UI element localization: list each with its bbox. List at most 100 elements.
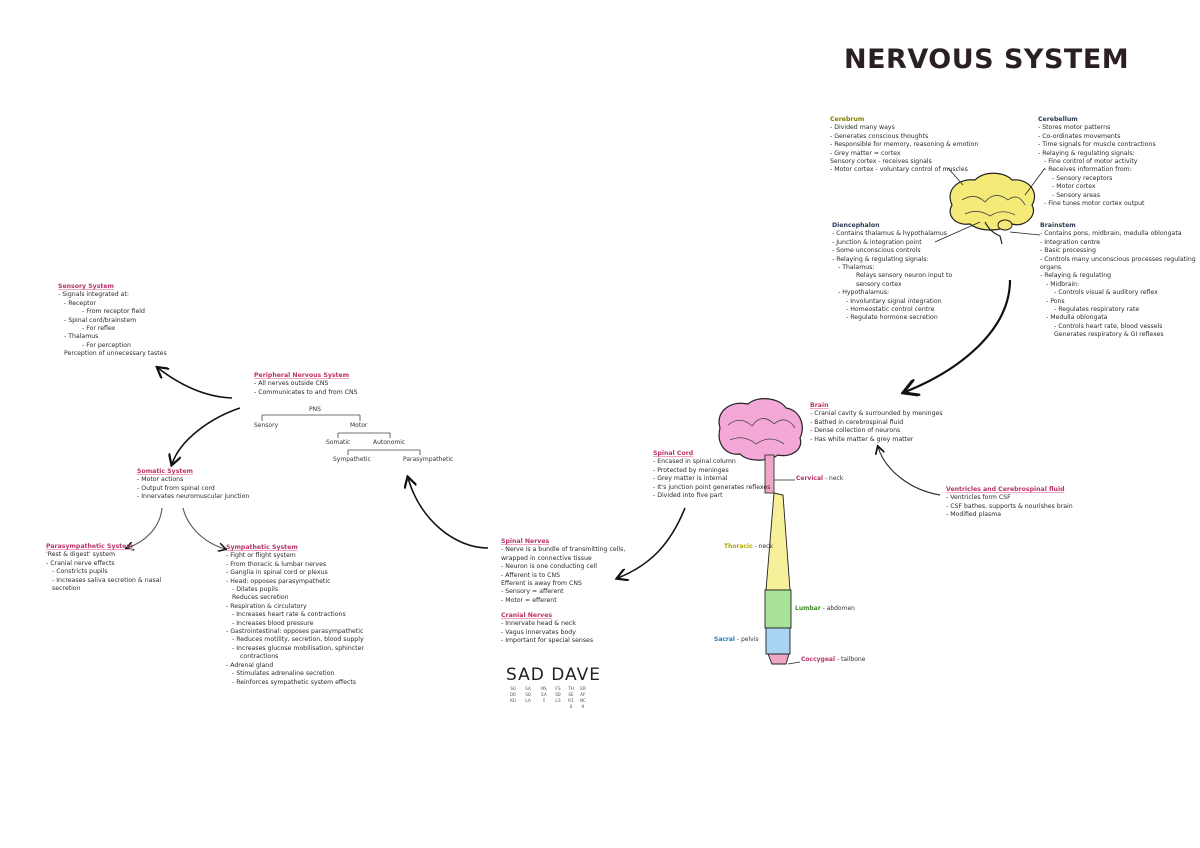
thoracic-region: neck	[758, 543, 773, 550]
brain-illustration-top	[934, 167, 1046, 245]
cerebrum-line: - Responsible for memory, reasoning & em…	[830, 141, 979, 149]
spinal-nerves-heading: Spinal Nerves	[501, 538, 550, 545]
cervical-region: neck	[829, 475, 844, 482]
parasympathetic-line: - Increases saliva secretion & nasal	[52, 576, 162, 584]
brainstem-line: organs	[1040, 264, 1062, 272]
sacral-name: Sacral	[714, 636, 735, 643]
brain-spine-illustration	[718, 398, 803, 665]
ventricles-line: - CSF bathes, supports & nourishes brain	[946, 502, 1073, 510]
sensory-line: - Spinal cord/brainstem	[64, 316, 137, 324]
somatic-line: - Motor actions	[137, 476, 184, 484]
brainstem-line: Generates respiratory & GI reflexes	[1054, 331, 1164, 339]
sensory-line: - Receptor	[64, 299, 96, 307]
ventricles-line: - Ventricles form CSF	[946, 494, 1011, 502]
tree-node-parasympathetic: Parasympathetic	[403, 456, 454, 463]
cerebrum-line: - Divided many ways	[830, 124, 895, 132]
cervical-label: Cervical - neck	[796, 475, 844, 482]
sympathetic-line: Reduces secretion	[232, 594, 289, 602]
spinal-nerves-line: - Neuron is one conducting cell	[501, 563, 597, 571]
diencephalon-line: - Some unconscious controls	[832, 247, 921, 255]
sensory-line: - For perception	[82, 341, 131, 349]
cranial-nerves-notes: Cranial Nerves - Innervate head & neck -…	[501, 612, 593, 646]
spinal-nerves-line: wrapped in connective tissue	[501, 554, 592, 562]
pns-line: - Communicates to and from CNS	[254, 388, 358, 396]
cervical-name: Cervical	[796, 475, 824, 482]
diencephalon-line: - Relaying & regulating signals:	[832, 255, 929, 263]
pns-heading: Peripheral Nervous System	[254, 372, 350, 379]
sensory-line: - From receptor field	[82, 308, 145, 316]
lumbar-region: abdomen	[826, 605, 855, 612]
spinal-nerves-line: - Afferent is to CNS	[501, 571, 560, 579]
coccygeal-label: Coccygeal - tailbone	[801, 656, 866, 663]
diencephalon-line: - Involuntary signal integration	[846, 297, 942, 305]
brain-notes: Brain - Cranial cavity & surrounded by m…	[810, 402, 943, 444]
diencephalon-line: - Thalamus:	[838, 264, 875, 272]
cerebellum-line: - Sensory receptors	[1052, 174, 1113, 182]
sympathetic-heading: Sympathetic System	[226, 544, 298, 551]
cerebrum-line: - Motor cortex - voluntary control of mu…	[830, 166, 968, 174]
brainstem-line: - Controls many unconscious processes re…	[1040, 255, 1196, 263]
signature-column: GASOLA	[525, 687, 531, 704]
diencephalon-line: - Contains thalamus & hypothalamus	[832, 230, 947, 238]
sympathetic-system-notes: Sympathetic System - Fight or flight sys…	[226, 544, 364, 687]
brainstem-line: - Basic processing	[1040, 247, 1096, 255]
signature: SAD DAVE	[506, 665, 601, 685]
spinal-nerves-line: - Sensory = afferent	[501, 588, 564, 596]
sympathetic-line: - Stimulates adrenaline secretion	[232, 670, 335, 678]
parasympathetic-system-notes: Parasympathetic System 'Rest & digest' s…	[46, 543, 161, 593]
signature-column: SUDOKU	[510, 687, 516, 704]
sympathetic-line: - Respiration & circulatory	[226, 602, 307, 610]
diencephalon-line: - Homeostatic control centre	[846, 306, 935, 314]
tree-node-pns: PNS	[309, 406, 321, 413]
cerebrum-heading: Cerebrum	[830, 116, 865, 123]
signature-column: FSSDLS	[555, 687, 561, 704]
spinal-nerves-line: Efferent is away from CNS	[501, 580, 582, 588]
cerebellum-line: - Stores motor patterns	[1038, 124, 1111, 132]
tree-node-motor: Motor	[350, 422, 368, 429]
ventricles-line: - Modified plasma	[946, 511, 1002, 519]
somatic-line: - Output from spinal cord	[137, 484, 215, 492]
sympathetic-line: - Dilates pupils	[232, 586, 279, 594]
pns-line: - All nerves outside CNS	[254, 380, 329, 388]
brainstem-line: - Medulla oblongata	[1046, 314, 1108, 322]
sensory-line: - For reflex	[82, 325, 116, 333]
diencephalon-line: - Regulate hormone secretion	[846, 314, 938, 322]
diencephalon-line: sensory cortex	[856, 280, 902, 288]
brainstem-line: - Midbrain:	[1046, 280, 1080, 288]
diencephalon-line: - Hypothalamus:	[838, 289, 890, 297]
lumbar-name: Lumbar	[795, 605, 821, 612]
signature-column: ERAFNCH	[580, 687, 586, 710]
brainstem-line: - Pons	[1046, 297, 1065, 305]
thoracic-name: Thoracic	[724, 543, 753, 550]
brainstem-line: - Contains pons, midbrain, medulla oblon…	[1040, 230, 1182, 238]
cranial-nerves-line: - Innervate head & neck	[501, 620, 576, 628]
somatic-system-heading: Somatic System	[137, 468, 194, 475]
tree-node-sympathetic: Sympathetic	[333, 456, 371, 463]
spinal-cord-heading: Spinal Cord	[653, 450, 694, 457]
pns-notes: Peripheral Nervous System - All nerves o…	[254, 372, 358, 397]
tree-node-somatic: Somatic	[326, 439, 351, 446]
cranial-nerves-heading: Cranial Nerves	[501, 612, 553, 619]
brain-heading: Brain	[810, 402, 829, 409]
brain-line: - Cranial cavity & surrounded by meninge…	[810, 410, 943, 418]
brainstem-line: - Integration centre	[1040, 238, 1101, 246]
cerebellum-heading: Cerebellum	[1038, 116, 1078, 123]
sympathetic-line: - Increases heart rate & contractions	[232, 611, 346, 619]
cerebellum-line: - Time signals for muscle contractions	[1038, 141, 1156, 149]
sensory-line: - Signals integrated at:	[58, 291, 129, 299]
tree-node-sensory: Sensory	[254, 422, 279, 429]
spinal-cord-line: - Protected by meninges	[653, 466, 729, 474]
sympathetic-line: - Head: opposes parasympathetic	[226, 577, 331, 585]
sympathetic-line: - From thoracic & lumbar nerves	[226, 560, 327, 568]
spinal-cord-notes: Spinal Cord - Encased in spinal column -…	[653, 450, 770, 500]
diencephalon-line: Relays sensory neuron input to	[856, 272, 953, 280]
diencephalon-line: - Junction & integration point	[832, 238, 922, 246]
tree-node-autonomic: Autonomic	[373, 439, 406, 446]
signature-column: THSERIU	[568, 687, 574, 710]
ventricles-heading: Ventricles and Cerebrospinal fluid	[946, 486, 1065, 493]
sympathetic-line: contractions	[240, 653, 279, 661]
spinal-nerves-notes: Spinal Nerves - Nerve is a bundle of tra…	[501, 538, 625, 605]
parasympathetic-line: 'Rest & digest' system	[46, 551, 116, 559]
sacral-label: Sacral - pelvis	[714, 636, 759, 643]
